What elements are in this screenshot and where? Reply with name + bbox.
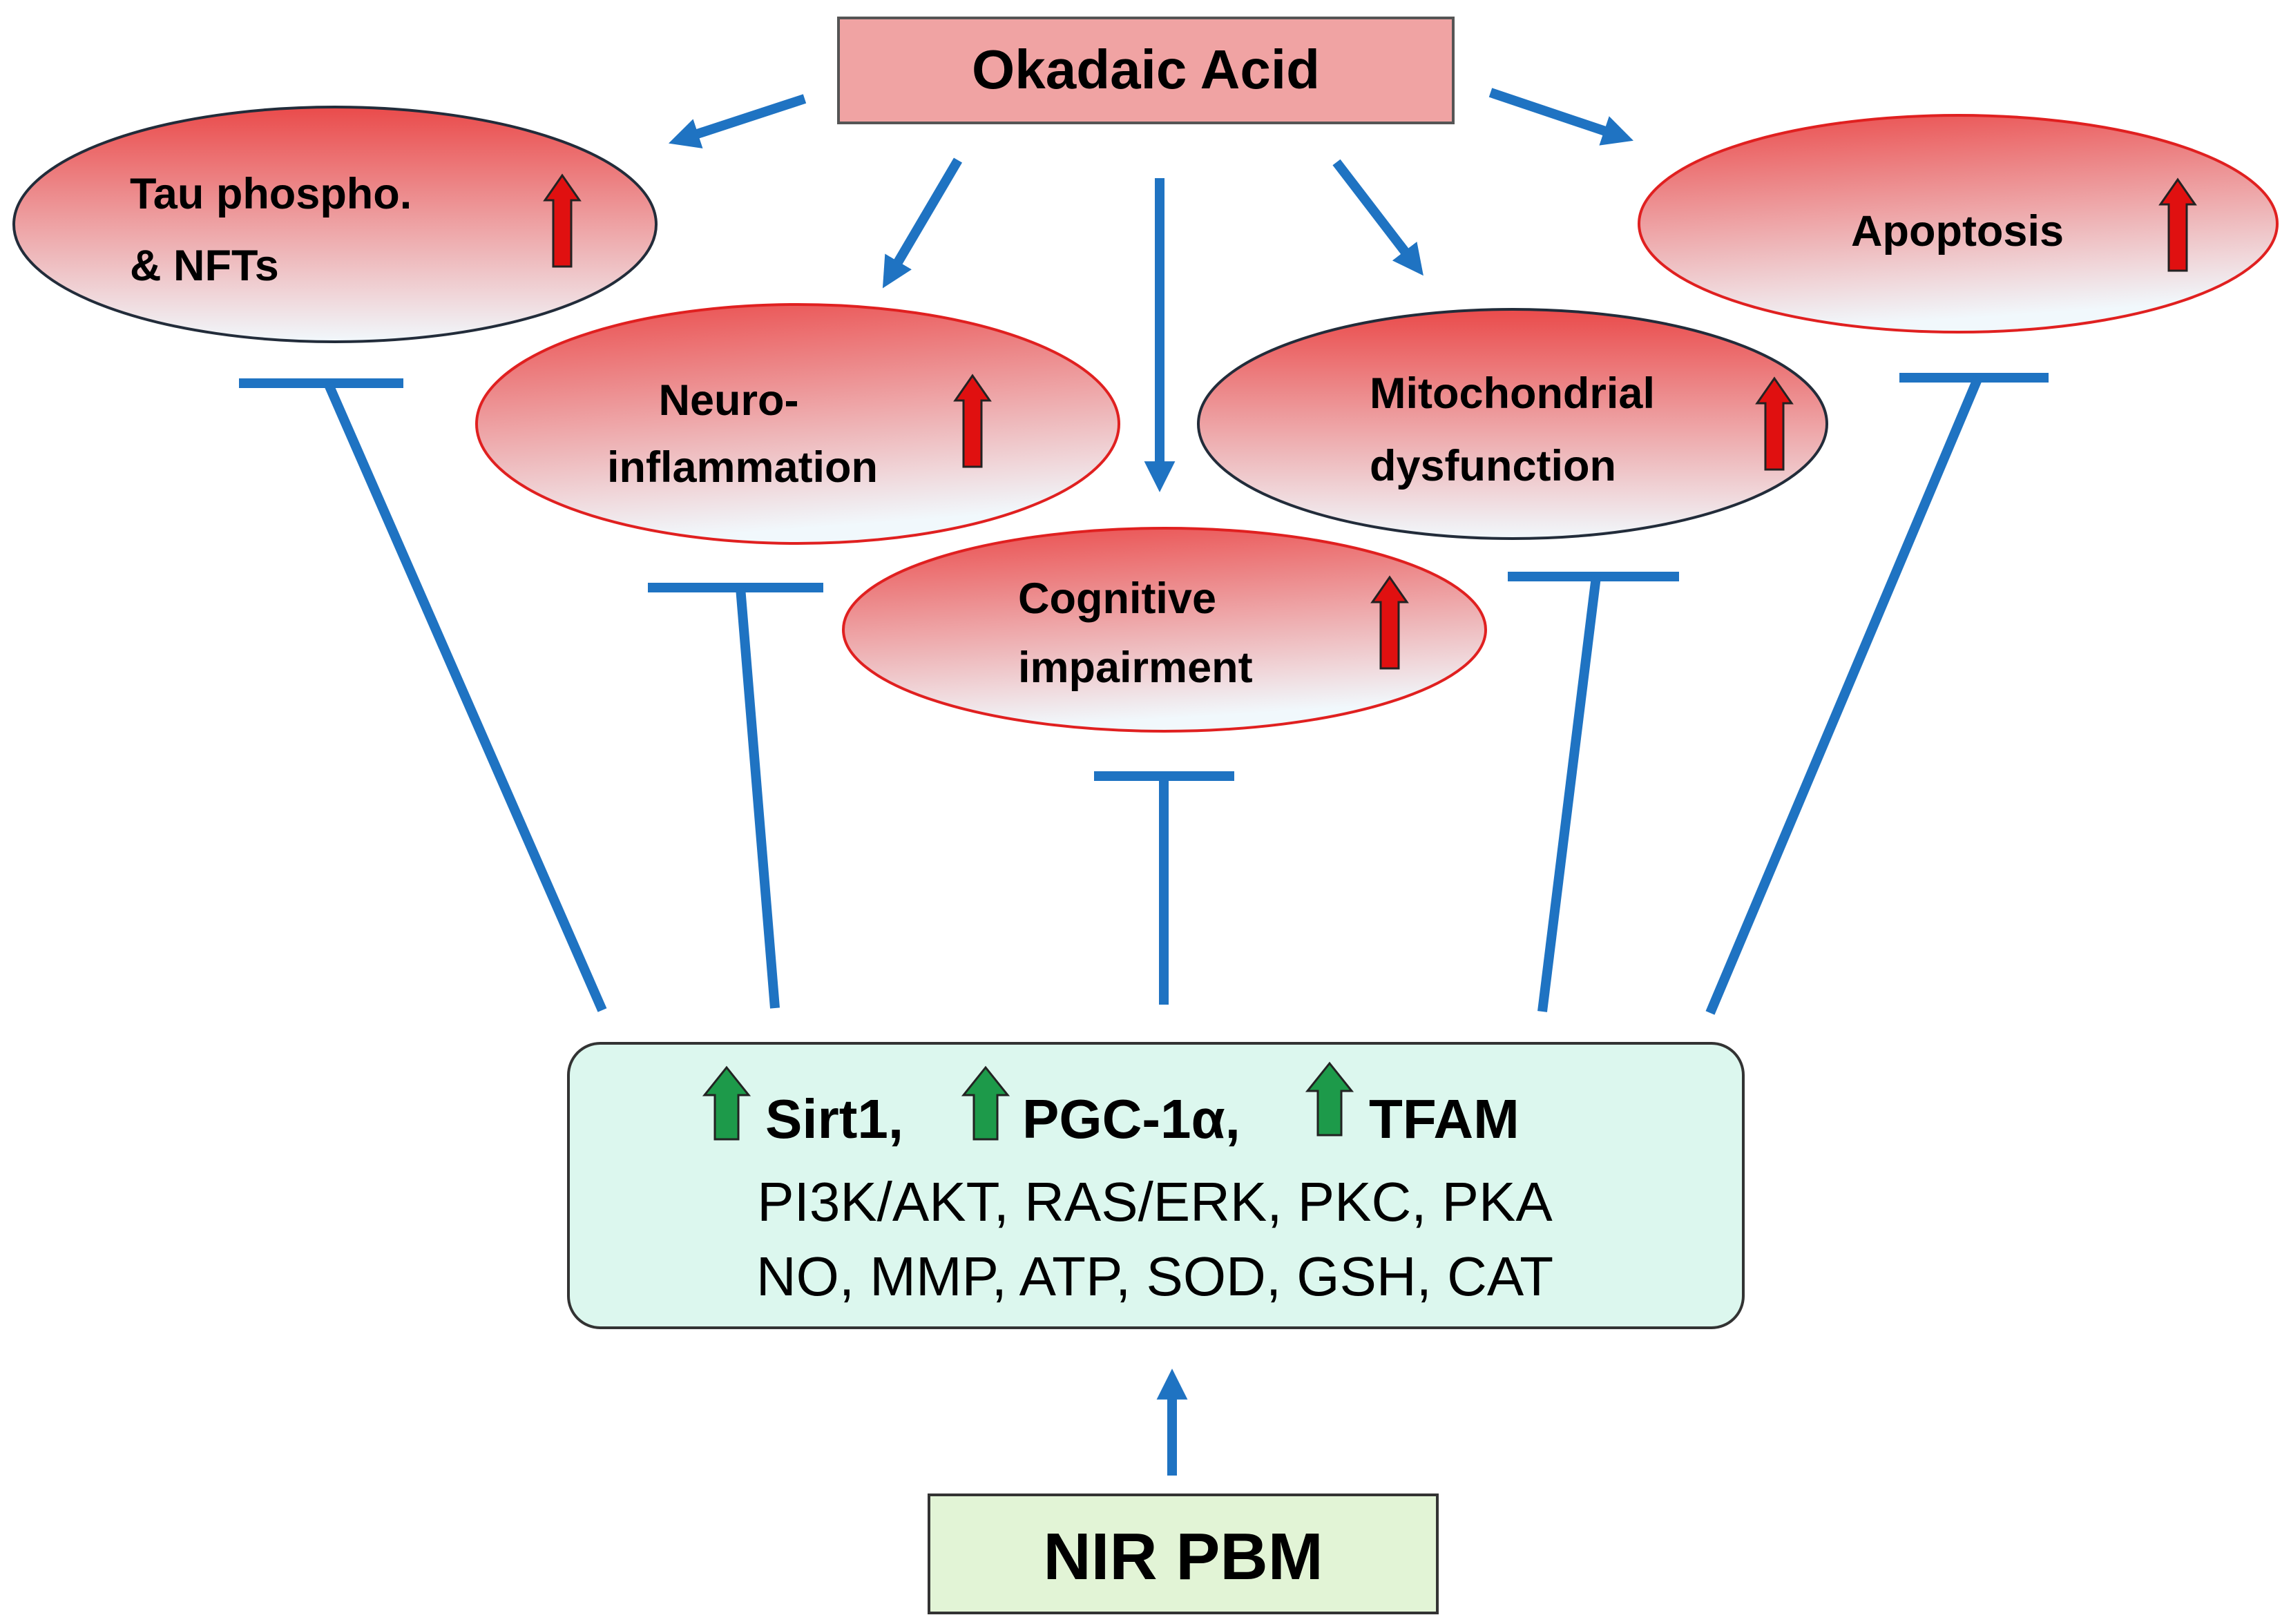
nir-pbm-box: NIR PBM xyxy=(928,1494,1439,1614)
inhibit-mitochondrial xyxy=(1508,572,1679,1012)
effect-tau: Tau phospho. & NFTs xyxy=(12,106,658,343)
up-arrow-icon xyxy=(961,1065,1010,1141)
mitochondrial-label-line2: dysfunction xyxy=(1370,442,1616,490)
sirt1-label: Sirt1, xyxy=(765,1088,903,1150)
up-arrow-icon xyxy=(1370,575,1409,670)
up-arrow-icon xyxy=(702,1065,751,1141)
pgc1a-label: PGC-1α, xyxy=(1022,1088,1240,1150)
cognitive-label-line2: impairment xyxy=(1018,644,1253,692)
inhibit-apoptosis xyxy=(1705,373,2049,1015)
apoptosis-label: Apoptosis xyxy=(1851,207,2064,255)
tfam-label: TFAM xyxy=(1369,1088,1520,1150)
arrow-to-mitochondrial xyxy=(1332,159,1424,276)
effect-apoptosis: Apoptosis xyxy=(1638,114,2279,334)
tau-label-line1: Tau phospho. xyxy=(130,170,412,218)
inhibit-neuroinflammation xyxy=(648,583,823,1009)
effect-mitochondrial: Mitochondrial dysfunction xyxy=(1197,308,1828,540)
mitochondrial-label-line1: Mitochondrial xyxy=(1370,369,1655,418)
up-arrow-icon xyxy=(1305,1061,1354,1137)
neuroinflammation-label-line1: Neuro- xyxy=(659,376,799,425)
effect-cognitive: Cognitive impairment xyxy=(842,527,1487,733)
arrow-to-neuroinflammation xyxy=(882,157,963,289)
effect-neuroinflammation: Neuro- inflammation xyxy=(475,303,1120,545)
up-arrow-icon xyxy=(543,173,582,268)
pathways-label: PI3K/AKT, RAS/ERK, PKC, PKA xyxy=(757,1171,1553,1232)
inhibitory-lines xyxy=(239,373,2049,1015)
stimulatory-arrows xyxy=(668,88,1633,1476)
tau-label-line2: & NFTs xyxy=(130,242,279,290)
up-arrow-icon xyxy=(1755,376,1794,471)
arrow-to-apoptosis xyxy=(1488,88,1633,146)
markers-label: NO, MMP, ATP, SOD, GSH, CAT xyxy=(756,1246,1553,1307)
up-arrow-icon xyxy=(953,374,992,468)
neuroinflammation-label-line2: inflammation xyxy=(607,443,878,492)
inhibit-tau xyxy=(239,378,607,1012)
mechanism-box: Sirt1, PGC-1α, TFAM PI3K/AKT, RAS/ERK, P… xyxy=(567,1042,1745,1329)
okadaic-acid-label: Okadaic Acid xyxy=(972,39,1320,100)
arrow-to-tau xyxy=(668,94,807,148)
inhibit-cognitive xyxy=(1094,771,1234,1005)
okadaic-acid-box: Okadaic Acid xyxy=(837,17,1455,124)
up-arrow-icon xyxy=(2158,177,2197,272)
nir-pbm-label: NIR PBM xyxy=(1043,1520,1323,1594)
cognitive-label-line1: Cognitive xyxy=(1018,574,1216,623)
